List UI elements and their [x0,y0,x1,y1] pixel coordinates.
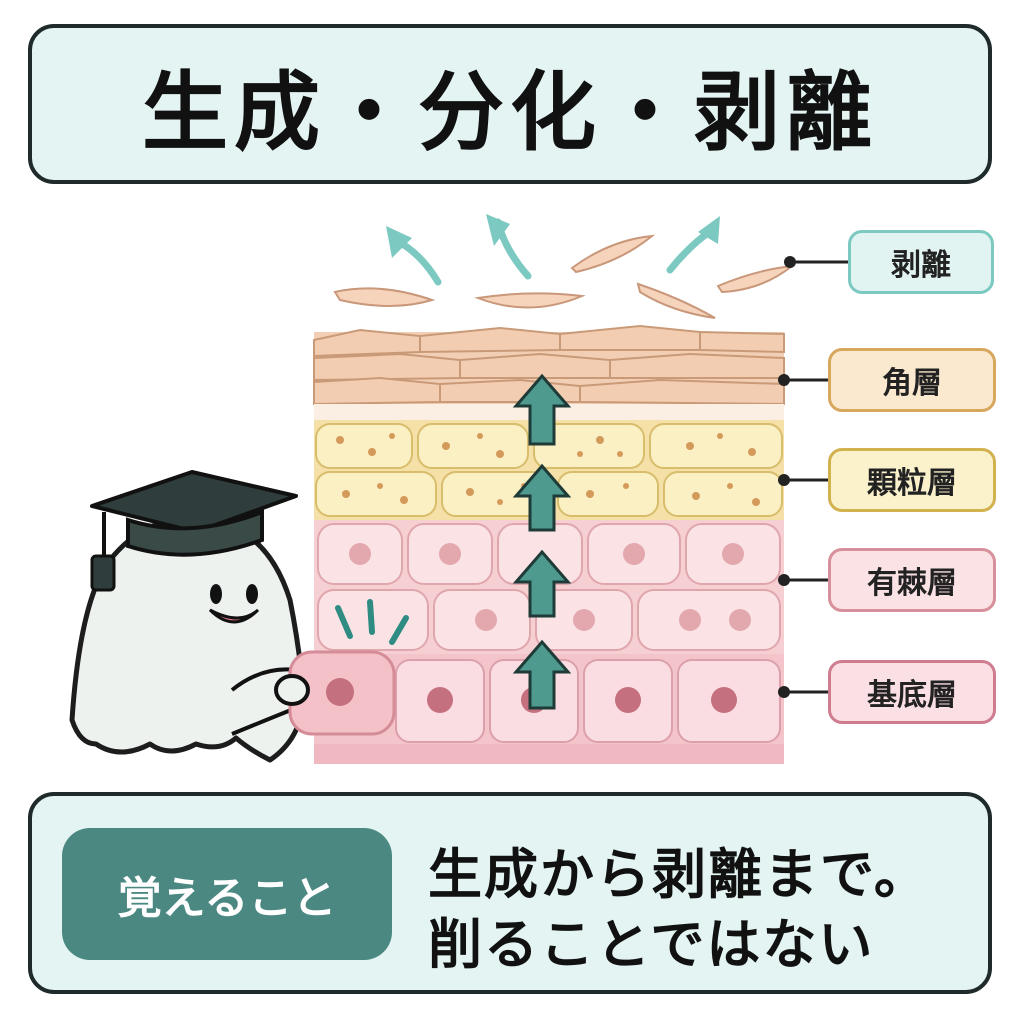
label-stratum-basale: 基底層 [828,660,996,724]
memo-line-1: 生成から剥離まで。 [428,843,930,906]
upward-arrows [512,373,572,710]
memo-line-2: 削ることではない [428,913,875,976]
memo-badge: 覚えること [62,828,392,960]
title-panel: 生成・分化・剥離 [28,24,992,184]
layer-stratum-spinosum [314,520,784,654]
peeling-arrows [391,218,716,286]
arrow-head-icon [698,216,720,244]
label-peeling: 剥離 [848,230,994,294]
label-stratum-spinosum: 有棘層 [828,548,996,612]
arrow-head-icon [386,226,412,258]
page-title: 生成・分化・剥離 [142,62,878,163]
arrow-head-icon [486,214,510,246]
memo-panel: 覚えること 生成から剥離まで。 削ることではない [28,792,992,994]
ghost-mascot [69,470,409,763]
label-stratum-corneum: 角層 [828,348,996,412]
label-stratum-granulosum: 顆粒層 [828,448,996,512]
peeling-flakes [333,234,796,319]
label-connectors [784,260,850,694]
layer-stratum-granulosum [314,420,784,520]
